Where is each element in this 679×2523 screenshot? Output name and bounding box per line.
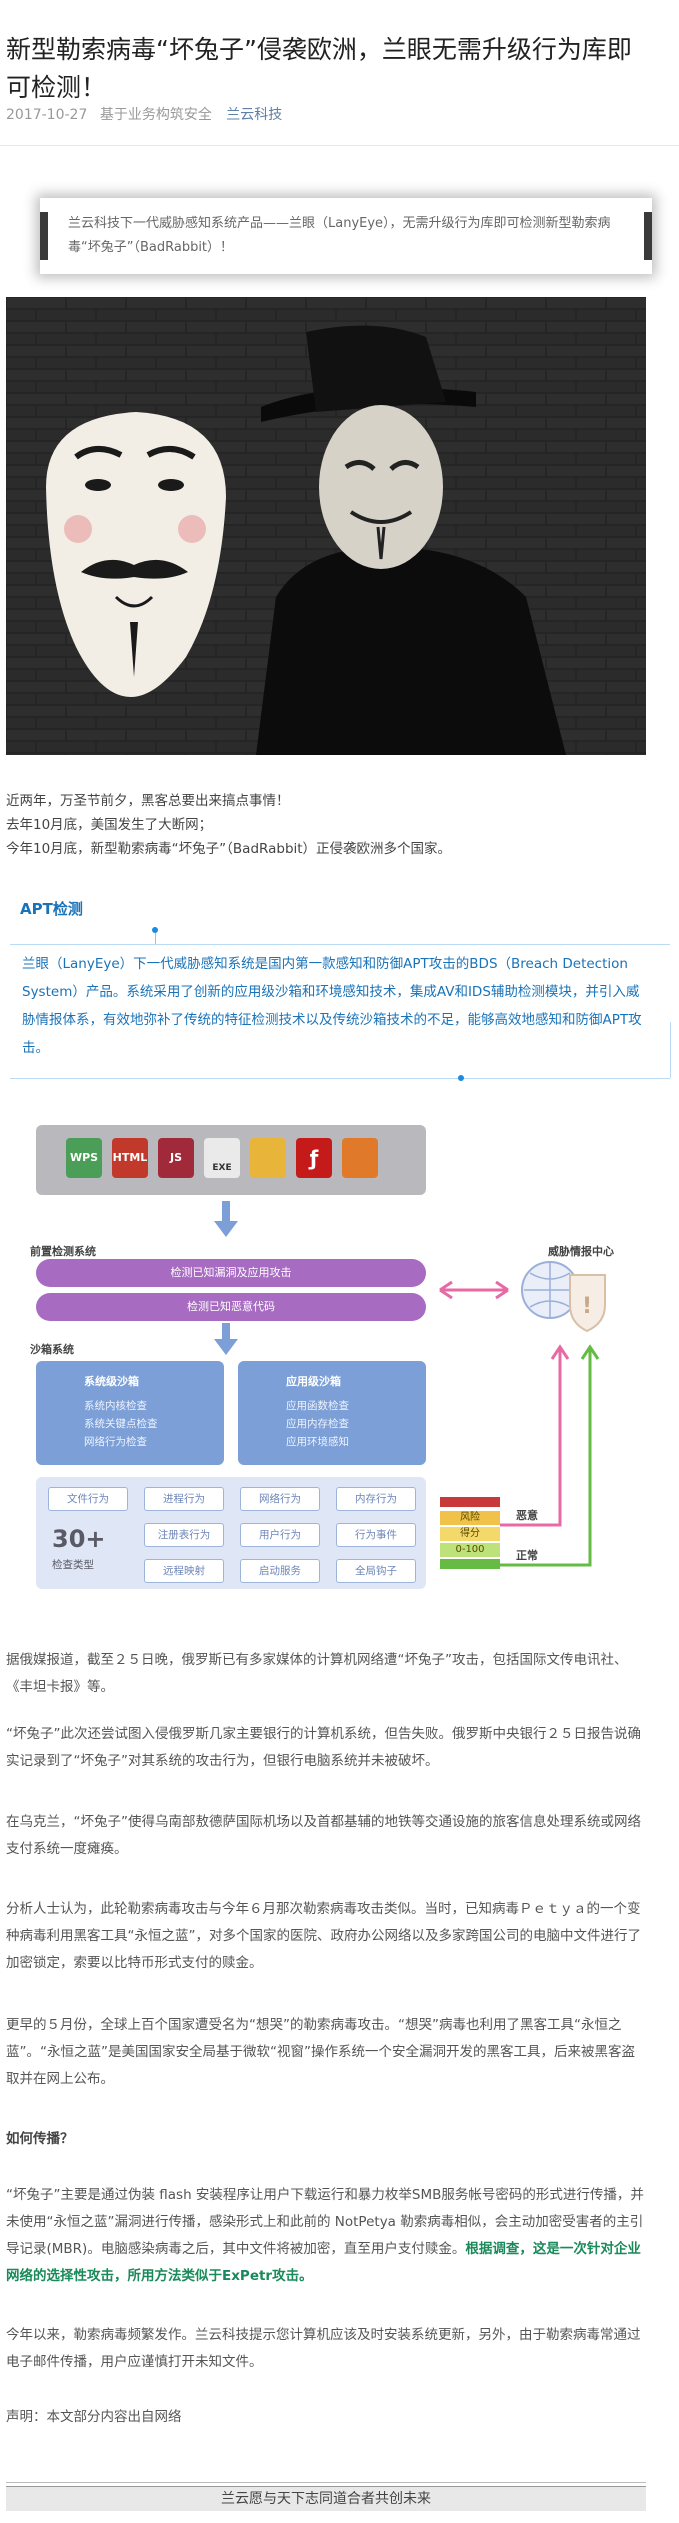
threat-center-label: 威胁情报中心 (548, 1245, 614, 1258)
system-sandbox-box: 系统级沙箱 系统内核检查 系统关键点检查 网络行为检查 (36, 1361, 224, 1465)
behavior-chip: 网络行为 (240, 1487, 320, 1511)
apt-decor-line (10, 944, 670, 945)
pre-detect-bar-1: 检测已知漏洞及应用攻击 (36, 1259, 426, 1287)
apt-decor-line (155, 933, 156, 944)
pre-detect-label: 前置检测系统 (30, 1245, 96, 1258)
office-file-icon (250, 1138, 286, 1178)
account-link[interactable]: 兰云科技 (226, 107, 283, 123)
apt-decor-dot (458, 1075, 464, 1081)
html-file-icon: HTML (112, 1138, 148, 1178)
app-sandbox-title: 应用级沙箱 (286, 1375, 341, 1388)
app-sandbox-item: 应用内存检查 (286, 1418, 349, 1430)
paragraph-text: 据俄媒报道，截至２５日晚，俄罗斯已有多家媒体的计算机网络遭“坏兔子”攻击，包括国… (6, 1652, 628, 1695)
article-title: 新型勒索病毒“坏兔子”侵袭欧洲，兰眼无需升级行为库即可检测！ (6, 34, 632, 102)
app-sandbox-item: 应用函数检查 (286, 1400, 349, 1412)
intro-line: 今年10月底，新型勒索病毒“坏兔子”（BadRabbit）正侵袭欧洲多个国家。 (6, 841, 452, 857)
pre-detect-bar-2: 检测已知恶意代码 (36, 1293, 426, 1321)
app-sandbox-item: 应用环境感知 (286, 1436, 349, 1448)
apt-text: 兰眼（LanyEye）下一代威胁感知系统是国内第一款感知和防御APT攻击的BDS… (22, 950, 642, 1062)
section-heading: 如何传播？ (6, 2126, 646, 2153)
statement: 声明：本文部分内容出自网络 (6, 2404, 646, 2431)
behavior-chip: 启动服务 (240, 1559, 320, 1583)
paragraph-text: “坏兔子”主要是通过伪装 flash 安装程序让用户下载运行和暴力枚举SMB服务… (6, 2182, 646, 2290)
normal-label: 正常 (516, 1549, 538, 1562)
paragraph-text-normal: “坏兔子”主要是通过伪装 flash 安装程序让用户下载运行和暴力枚举SMB服务… (6, 2187, 644, 2257)
article-meta: 2017-10-27 基于业务构筑安全 兰云科技 (6, 104, 282, 124)
quote-box: 兰云科技下一代威胁感知系统产品——兰眼（LanyEye），无需升级行为库即可检测… (40, 198, 652, 274)
apt-decor-line (464, 1078, 670, 1079)
body-paragraph: 更早的５月份，全球上百个国家遭受名为“想哭”的勒索病毒攻击。“想哭”病毒也利用了… (6, 2012, 646, 2093)
js-file-icon: JS (158, 1138, 194, 1178)
system-sandbox-item: 系统内核检查 (84, 1400, 147, 1412)
paragraph-text: 今年以来，勒索病毒频繁发作。兰云科技提示您计算机应该及时安装系统更新，另外，由于… (6, 2327, 641, 2370)
intro-line: 去年10月底，美国发生了大断网； (6, 817, 213, 833)
risk-bar-green (440, 1559, 500, 1569)
behavior-chip: 注册表行为 (144, 1523, 224, 1547)
body-paragraph: 分析人士认为，此轮勒索病毒攻击与今年６月那次勒索病毒攻击类似。当时，已知病毒Ｐｅ… (6, 1896, 646, 1977)
detection-diagram: WPS HTML JS EXE ƒ ! 前置检测系统 检测已知漏洞 (30, 1125, 630, 1605)
heading-text: 如何传播？ (6, 2131, 74, 2147)
behavior-chip: 文件行为 (48, 1487, 128, 1511)
behavior-chip: 远程映射 (144, 1559, 224, 1583)
sandbox-label: 沙箱系统 (30, 1343, 74, 1356)
author: 基于业务构筑安全 (99, 107, 212, 123)
quote-bar-left (40, 212, 48, 260)
file-type-bar: WPS HTML JS EXE ƒ (36, 1125, 426, 1195)
footer-slogan: 兰云愿与天下志同道合者共创未来 (6, 2486, 646, 2511)
paragraph-text: 更早的５月份，全球上百个国家遭受名为“想哭”的勒索病毒攻击。“想哭”病毒也利用了… (6, 2017, 635, 2087)
exe-file-icon: EXE (204, 1138, 240, 1178)
apt-decor-line (670, 1022, 671, 1078)
wps-file-icon: WPS (66, 1138, 102, 1178)
body-paragraph: 今年以来，勒索病毒频繁发作。兰云科技提示您计算机应该及时安装系统更新，另外，由于… (6, 2322, 646, 2376)
paragraph-text: “坏兔子”此次还尝试图入侵俄罗斯几家主要银行的计算机系统，但告失败。俄罗斯中央银… (6, 1726, 641, 1769)
diagram-arrows: ! (214, 1201, 606, 1567)
quote-bar-right (644, 212, 652, 260)
paragraph-text: 分析人士认为，此轮勒索病毒攻击与今年６月那次勒索病毒攻击类似。当时，已知病毒Ｐｅ… (6, 1901, 641, 1971)
risk-label: 得分 (440, 1527, 500, 1541)
archive-file-icon (342, 1138, 378, 1178)
hacker-mask-photo (6, 297, 646, 755)
system-sandbox-title: 系统级沙箱 (84, 1375, 139, 1388)
system-sandbox-item: 系统关键点检查 (84, 1418, 158, 1430)
risk-label: 0-100 (440, 1543, 500, 1557)
flash-file-icon: ƒ (296, 1138, 332, 1178)
svg-text:!: ! (582, 1294, 592, 1319)
quote-text: 兰云科技下一代威胁感知系统产品——兰眼（LanyEye），无需升级行为库即可检测… (68, 216, 611, 255)
apt-decor-line (10, 1078, 460, 1079)
apt-paragraph: 兰眼（LanyEye）下一代威胁感知系统是国内第一款感知和防御APT攻击的BDS… (22, 956, 642, 1056)
body-paragraph: “坏兔子”此次还尝试图入侵俄罗斯几家主要银行的计算机系统，但告失败。俄罗斯中央银… (6, 1721, 646, 1775)
behavior-count-label: 检查类型 (52, 1559, 94, 1571)
system-sandbox-item: 网络行为检查 (84, 1436, 147, 1448)
malicious-label: 恶意 (516, 1509, 538, 1522)
behavior-grid: 文件行为 进程行为 网络行为 内存行为 注册表行为 用户行为 行为事件 远程映射… (36, 1477, 426, 1589)
paragraph-text-highlight: 根据调查，这是一次针对企业网络的选择性攻击，所用方法类似于ExPetr攻击。 (6, 2241, 641, 2284)
statement-text: 声明：本文部分内容出自网络 (6, 2409, 182, 2425)
behavior-count: 30+ (52, 1525, 106, 1553)
body-paragraph: “坏兔子”主要是通过伪装 flash 安装程序让用户下载运行和暴力枚举SMB服务… (6, 2182, 646, 2290)
divider (0, 145, 679, 146)
behavior-chip: 行为事件 (336, 1523, 416, 1547)
body-paragraph: 在乌克兰，“坏兔子”使得乌南部敖德萨国际机场以及首都基辅的地铁等交通设施的旅客信… (6, 1809, 646, 1863)
publish-date: 2017-10-27 (6, 107, 88, 123)
apt-decor-dot (152, 927, 158, 933)
intro: 近两年，万圣节前夕，黑客总要出来搞点事情！ 去年10月底，美国发生了大断网； 今… (6, 789, 646, 861)
risk-bar-red (440, 1497, 500, 1507)
behavior-chip: 进程行为 (144, 1487, 224, 1511)
behavior-chip: 内存行为 (336, 1487, 416, 1511)
intro-line: 近两年，万圣节前夕，黑客总要出来搞点事情！ (6, 793, 290, 809)
apt-heading: APT检测 (20, 900, 83, 918)
body-paragraph: 据俄媒报道，截至２５日晚，俄罗斯已有多家媒体的计算机网络遭“坏兔子”攻击，包括国… (6, 1647, 646, 1701)
paragraph-text: 在乌克兰，“坏兔子”使得乌南部敖德萨国际机场以及首都基辅的地铁等交通设施的旅客信… (6, 1814, 641, 1857)
behavior-chip: 全局钩子 (336, 1559, 416, 1583)
risk-label: 风险 (440, 1511, 500, 1525)
app-sandbox-box: 应用级沙箱 应用函数检查 应用内存检查 应用环境感知 (238, 1361, 426, 1465)
behavior-chip: 用户行为 (240, 1523, 320, 1547)
footer-divider (6, 2482, 646, 2483)
mask-illustration (6, 297, 646, 755)
